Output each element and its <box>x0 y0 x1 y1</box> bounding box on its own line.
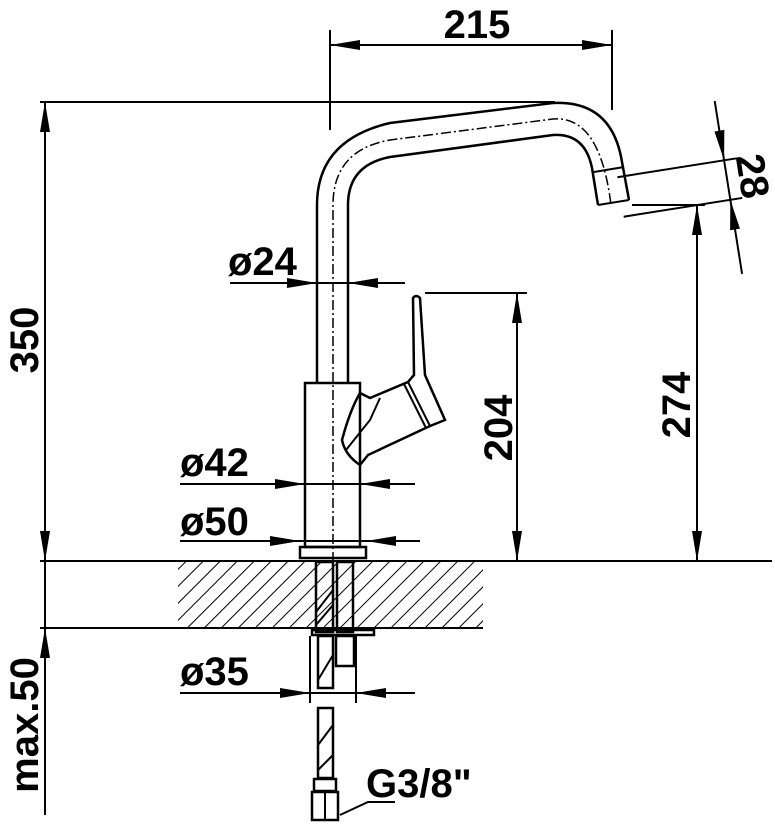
svg-text:215: 215 <box>444 3 511 47</box>
connection-thread-label: G3/8" <box>366 762 472 806</box>
dimension-tube-diameter: ø24 <box>228 240 405 288</box>
faucet-outline <box>298 101 631 822</box>
dimension-spout-reach: 215 <box>329 3 613 130</box>
svg-text:274: 274 <box>655 371 699 438</box>
svg-text:350: 350 <box>3 307 47 374</box>
svg-text:204: 204 <box>477 394 521 461</box>
dimension-base-diameter: ø50 <box>180 500 420 546</box>
dimension-spout-clearance: 274 <box>632 204 705 561</box>
dimension-total-height: 350 <box>3 101 555 561</box>
countertop <box>40 560 772 629</box>
dimension-hole-diameter: ø35 <box>180 636 415 703</box>
svg-text:ø42: ø42 <box>180 441 249 485</box>
svg-text:ø24: ø24 <box>228 240 298 284</box>
dimension-body-diameter: ø42 <box>180 441 415 489</box>
dimension-outlet: 28 <box>617 100 775 275</box>
svg-text:28: 28 <box>727 151 775 202</box>
dimension-max-counter: max.50 <box>3 561 50 815</box>
svg-text:ø50: ø50 <box>180 500 249 544</box>
svg-text:max.50: max.50 <box>3 657 47 793</box>
dimension-lever-height: 204 <box>425 292 527 561</box>
svg-text:ø35: ø35 <box>180 650 249 694</box>
